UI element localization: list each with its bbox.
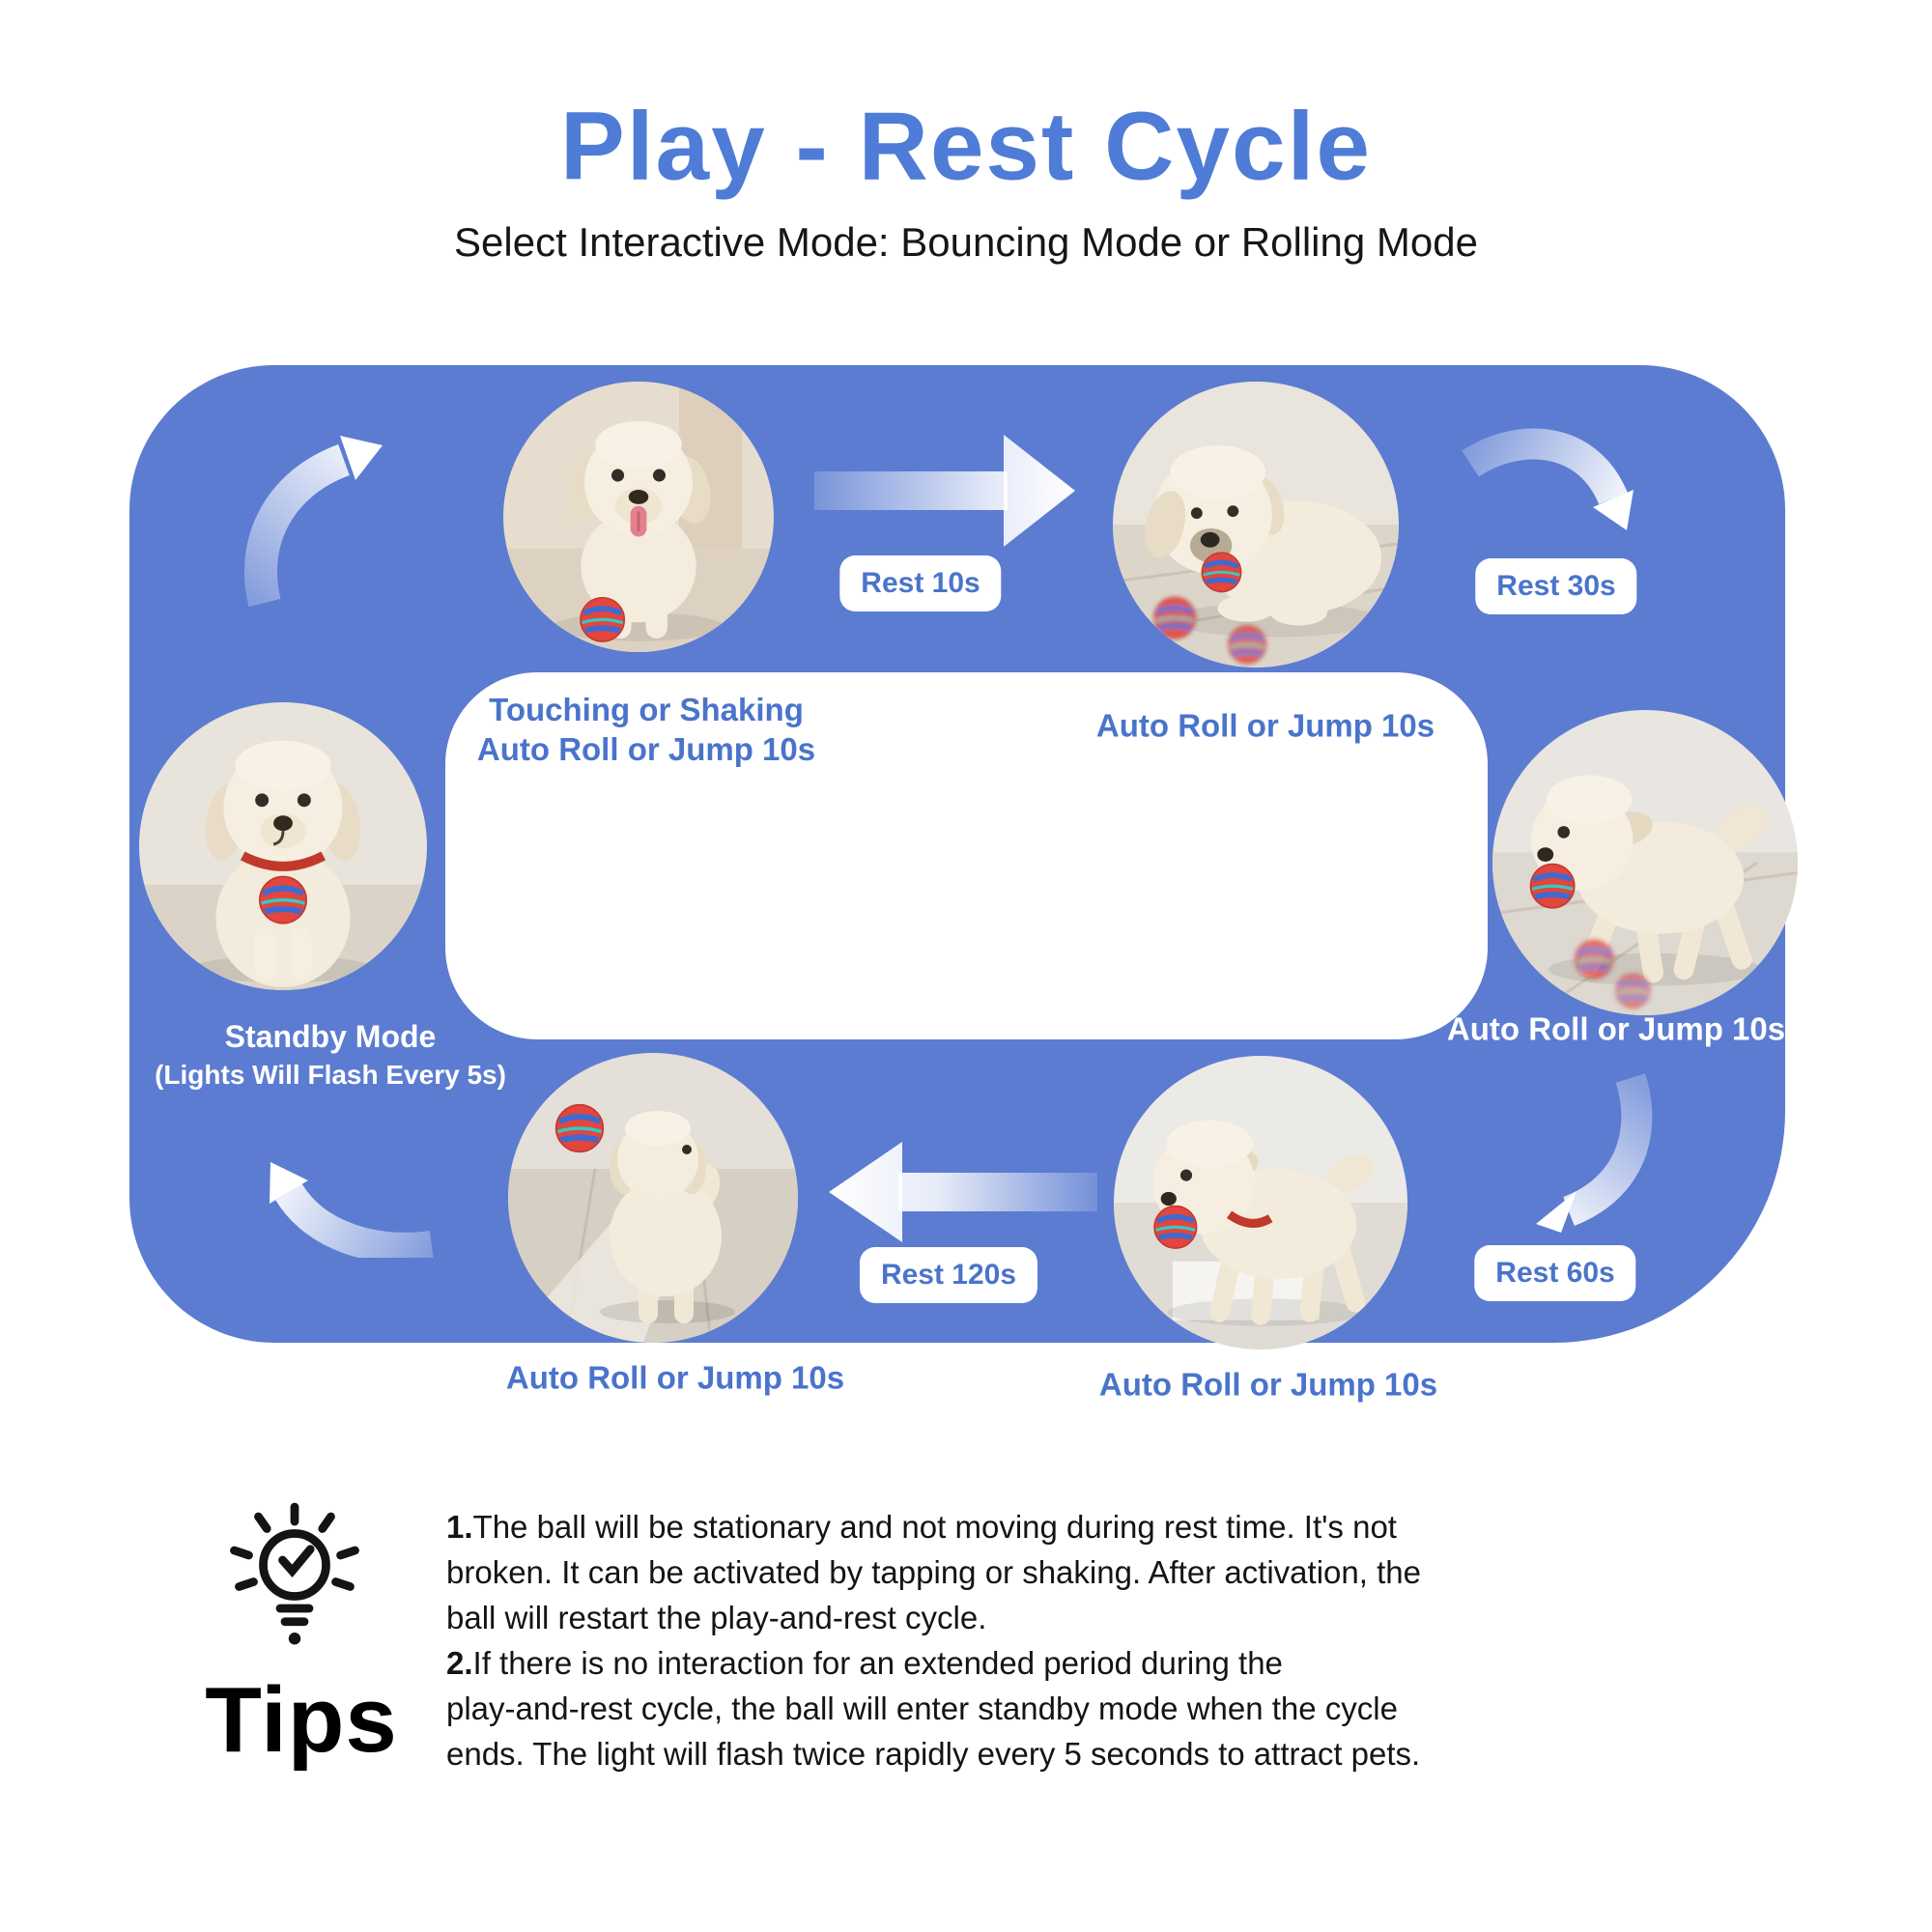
tip-2-line-2: play-and-rest cycle, the ball will enter… <box>446 1690 1398 1726</box>
dog-sit-illustration <box>139 702 427 990</box>
lightbulb-icon <box>230 1502 359 1645</box>
tips-heading: Tips <box>205 1668 398 1772</box>
page-subtitle: Select Interactive Mode: Bouncing Mode o… <box>454 219 1478 265</box>
caption-standby-mode: Standby Mode (Lights Will Flash Every 5s… <box>155 1017 506 1093</box>
tip-2-line-1: 2.If there is no interaction for an exte… <box>446 1640 1421 1686</box>
rest-badge-120s: Rest 120s <box>859 1247 1038 1303</box>
dog-front-illustration <box>503 382 774 652</box>
caption-standby-line1: Standby Mode <box>224 1019 437 1055</box>
caption-touching-line1: Touching or Shaking <box>489 692 804 728</box>
dog-photo-walking-left-ball-in-mouth <box>1114 1056 1407 1350</box>
tip-1-number: 1. <box>446 1509 473 1545</box>
dog-lie-illustration <box>1113 382 1399 668</box>
tip-2-line-1-text: If there is no interaction for an extend… <box>472 1645 1283 1681</box>
dog-photo-walking-away-ball-in-air <box>508 1053 798 1343</box>
arrow-curved-down-right-icon <box>1462 428 1634 530</box>
arrow-left-icon <box>829 1142 1097 1242</box>
caption-touching-or-shaking: Touching or Shaking Auto Roll or Jump 10… <box>477 691 815 770</box>
caption-auto-roll-bottom-left: Auto Roll or Jump 10s <box>505 1359 845 1396</box>
dog-walk-illustration <box>1114 1056 1407 1350</box>
tip-1-line-2: broken. It can be activated by tapping o… <box>446 1554 1421 1590</box>
tip-1-line-1-text: The ball will be stationary and not movi… <box>472 1509 1397 1545</box>
tip-1-line-1: 1.The ball will be stationary and not mo… <box>446 1504 1421 1549</box>
caption-auto-roll-right: Auto Roll or Jump 10s <box>1446 1010 1786 1047</box>
page-title: Play - Rest Cycle <box>560 92 1372 201</box>
dog-run-illustration <box>1492 710 1798 1015</box>
arrow-curved-up-left-icon <box>270 1162 434 1258</box>
caption-auto-roll-bottom-right: Auto Roll or Jump 10s <box>1098 1366 1438 1403</box>
rest-badge-60s: Rest 60s <box>1474 1245 1636 1301</box>
arrow-curved-up-right-icon <box>244 436 383 607</box>
dog-photo-lying-nose-on-ball <box>1113 382 1399 668</box>
caption-standby-line2: (Lights Will Flash Every 5s) <box>155 1059 506 1090</box>
rest-badge-30s: Rest 30s <box>1475 558 1637 614</box>
caption-auto-roll-top: Auto Roll or Jump 10s <box>1095 707 1435 744</box>
dog-photo-standby-sitting <box>139 702 427 990</box>
rest-badge-10s: Rest 10s <box>839 555 1002 611</box>
dog-photo-running-ball-in-mouth <box>1492 710 1798 1015</box>
tips-text-block: 1.The ball will be stationary and not mo… <box>446 1504 1421 1776</box>
dog-photo-standing-with-ball <box>503 382 774 652</box>
cycle-inner-panel <box>445 672 1488 1039</box>
tip-2-number: 2. <box>446 1645 473 1681</box>
dog-back-illustration <box>508 1053 798 1343</box>
arrow-right-icon <box>814 435 1075 547</box>
tip-2-line-3: ends. The light will flash twice rapidly… <box>446 1736 1421 1772</box>
tip-1-line-3: ball will restart the play-and-rest cycl… <box>446 1600 987 1635</box>
caption-touching-line2: Auto Roll or Jump 10s <box>476 731 816 767</box>
arrow-curved-down-left-icon <box>1536 1073 1653 1233</box>
